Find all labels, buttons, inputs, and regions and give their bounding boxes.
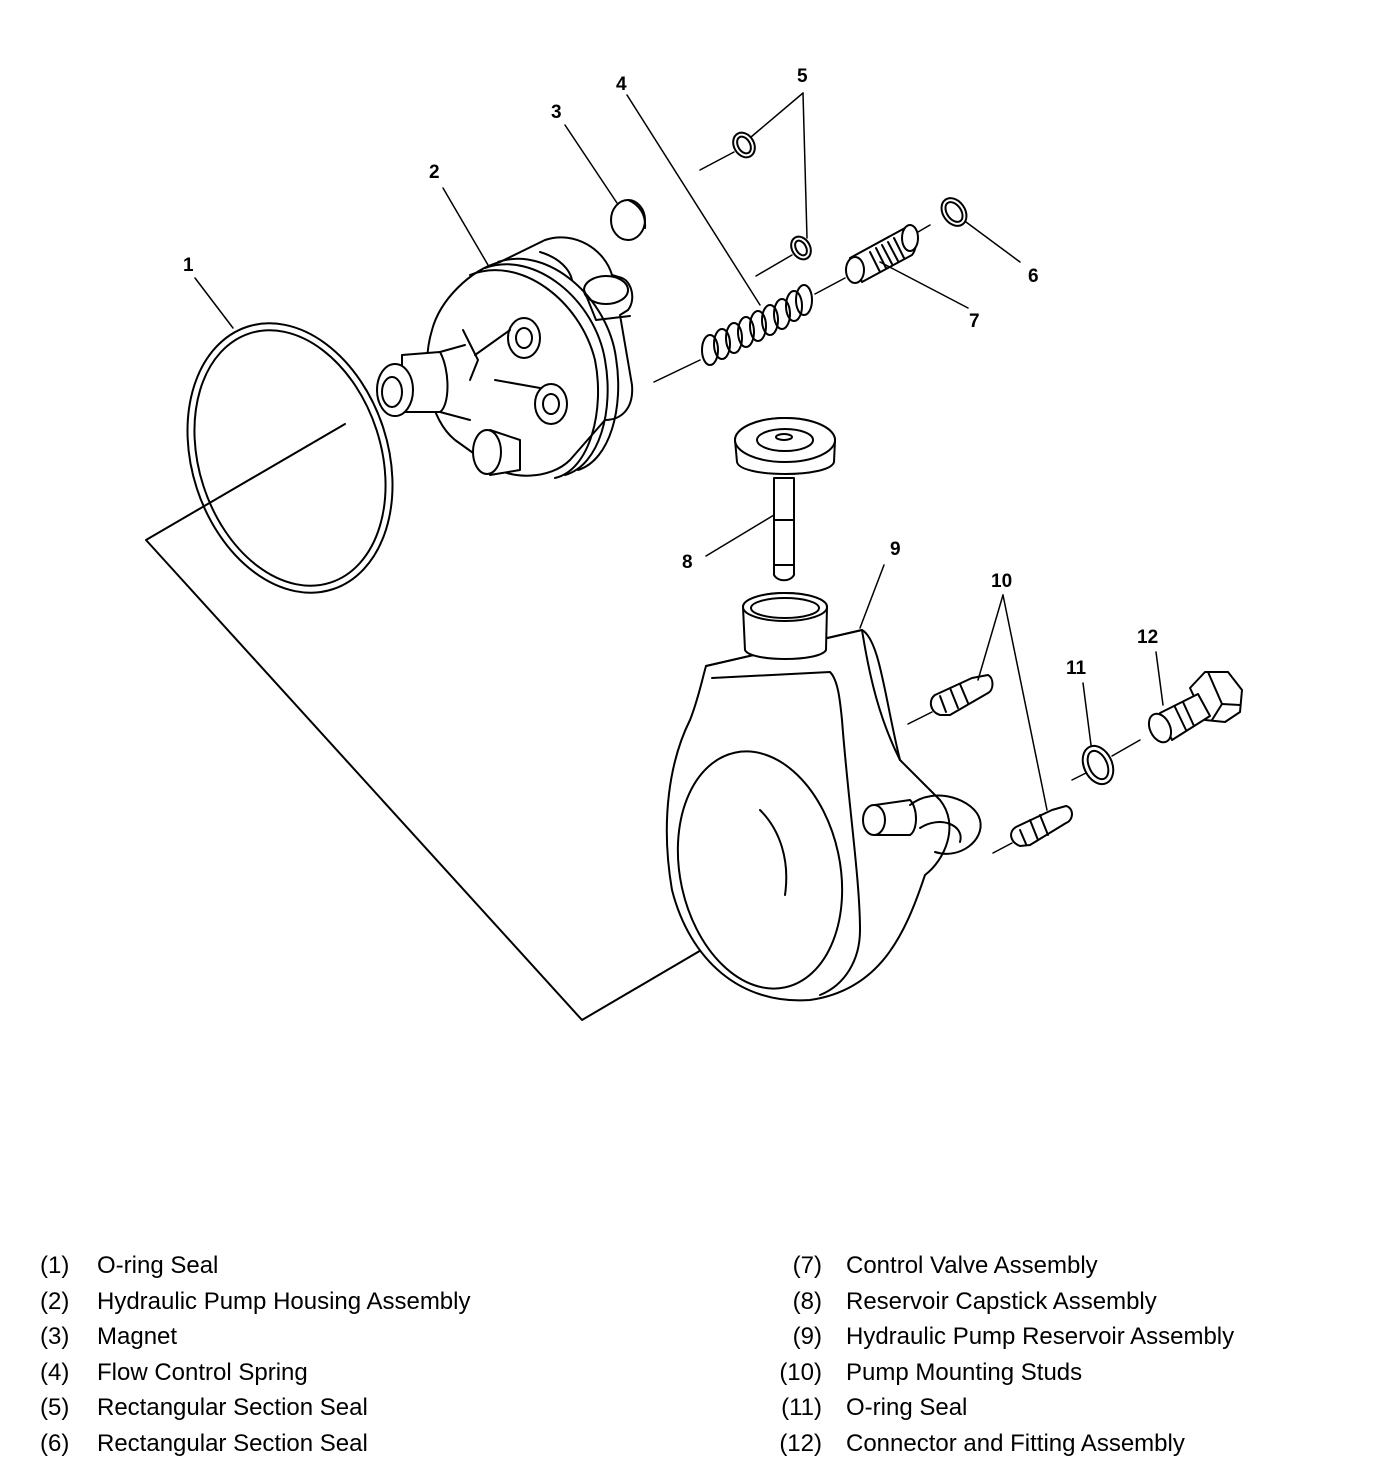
callout-2: 2 bbox=[429, 162, 440, 183]
callout-5: 5 bbox=[797, 66, 808, 87]
callout-3: 3 bbox=[551, 102, 562, 123]
leader-8 bbox=[705, 514, 775, 557]
leader-4 bbox=[626, 94, 761, 306]
rectangular-seal-6 bbox=[940, 197, 968, 227]
callout-12: 12 bbox=[1137, 627, 1158, 648]
leader-10b bbox=[1002, 594, 1048, 811]
exploded-parts-diagram: 1 2 3 4 5 6 7 8 9 10 11 12 bbox=[145, 66, 1243, 1021]
pump-reservoir-part bbox=[665, 592, 982, 1002]
leader-3 bbox=[564, 124, 618, 204]
leader-5b bbox=[802, 92, 808, 239]
mounting-stud-upper bbox=[907, 674, 994, 725]
legend-label: O-ring Seal bbox=[846, 1394, 968, 1421]
leader-9 bbox=[859, 564, 885, 629]
leader-6 bbox=[965, 221, 1021, 263]
mounting-stud-lower bbox=[992, 805, 1073, 854]
callout-10: 10 bbox=[991, 571, 1012, 592]
legend-number: (7) bbox=[792, 1252, 822, 1279]
reservoir-capstick-part bbox=[734, 417, 836, 582]
callout-8: 8 bbox=[682, 552, 693, 573]
o-ring-seal-11-part bbox=[1071, 739, 1141, 786]
callout-11: 11 bbox=[1066, 658, 1087, 679]
leader-1 bbox=[194, 277, 234, 329]
magnet-part bbox=[610, 199, 647, 241]
callout-4: 4 bbox=[616, 74, 627, 95]
legend-label: Reservoir Capstick Assembly bbox=[846, 1287, 1157, 1315]
legend-label: Connector and Fitting Assembly bbox=[846, 1429, 1185, 1457]
assembly-bracket-line bbox=[145, 423, 791, 1021]
legend-number: (10) bbox=[779, 1358, 822, 1386]
parts-legend: (1) O-ring Seal (2) Hydraulic Pump Housing… bbox=[0, 1248, 1376, 1468]
legend-number: (2) bbox=[40, 1287, 70, 1315]
legend-label: Hydraulic Pump Housing Assembly bbox=[97, 1287, 471, 1315]
legend-number: (11) bbox=[781, 1394, 822, 1421]
legend-number: (4) bbox=[40, 1358, 70, 1386]
control-valve-part bbox=[845, 224, 931, 284]
legend-number: (9) bbox=[792, 1323, 822, 1350]
leader-2 bbox=[442, 187, 489, 266]
legend-number: (5) bbox=[40, 1394, 70, 1421]
legend-label: Magnet bbox=[97, 1323, 178, 1350]
pump-housing-part bbox=[376, 236, 634, 479]
legend-label: Control Valve Assembly bbox=[846, 1252, 1098, 1279]
legend-label: Hydraulic Pump Reservoir Assembly bbox=[846, 1323, 1235, 1350]
callout-9: 9 bbox=[890, 539, 901, 560]
callout-6: 6 bbox=[1028, 266, 1039, 287]
flow-control-spring-part bbox=[653, 277, 846, 383]
callout-7: 7 bbox=[969, 311, 980, 332]
leader-5a bbox=[750, 92, 804, 138]
legend-label: Rectangular Section Seal bbox=[97, 1429, 368, 1457]
rectangular-seal-upper bbox=[699, 131, 756, 171]
legend-number: (12) bbox=[779, 1429, 822, 1457]
legend-label: O-ring Seal bbox=[97, 1252, 219, 1279]
callout-1: 1 bbox=[183, 255, 194, 276]
leader-11 bbox=[1082, 682, 1092, 746]
legend-number: (6) bbox=[40, 1429, 70, 1457]
o-ring-seal-part bbox=[186, 322, 394, 594]
connector-fitting-part bbox=[1147, 671, 1243, 744]
legend-number: (8) bbox=[792, 1287, 822, 1315]
legend-label: Pump Mounting Studs bbox=[846, 1358, 1083, 1386]
legend-number: (3) bbox=[40, 1323, 70, 1350]
legend-label: Flow Control Spring bbox=[97, 1358, 308, 1386]
leader-12 bbox=[1155, 651, 1164, 706]
leader-7 bbox=[879, 261, 969, 309]
legend-number: (1) bbox=[40, 1252, 70, 1279]
legend-label: Rectangular Section Seal bbox=[97, 1394, 368, 1421]
rectangular-seal-lower bbox=[755, 235, 812, 277]
leader-10a bbox=[977, 594, 1004, 681]
